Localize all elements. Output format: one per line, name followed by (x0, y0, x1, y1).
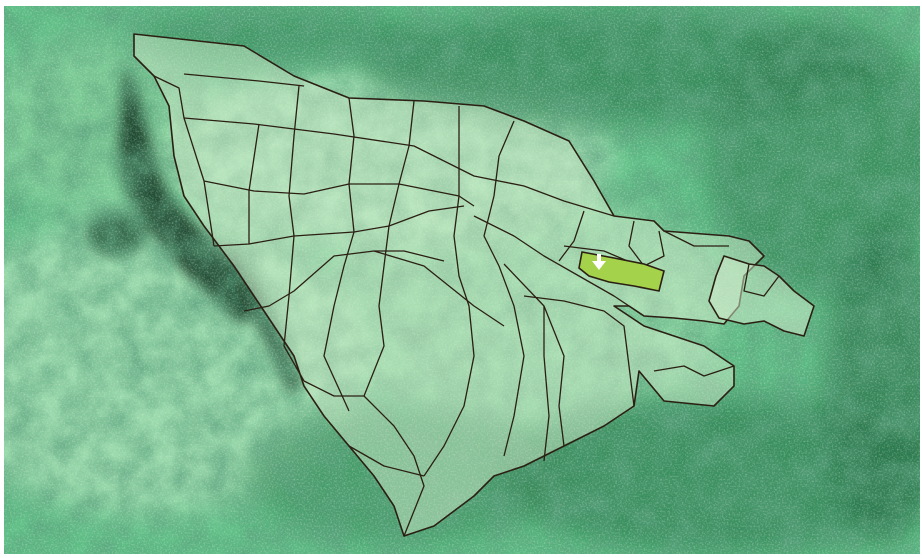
satellite-map[interactable] (4, 6, 920, 554)
down-arrow-icon (592, 254, 606, 270)
map-canvas[interactable] (4, 6, 920, 554)
parcel-boundaries (153, 73, 780, 537)
